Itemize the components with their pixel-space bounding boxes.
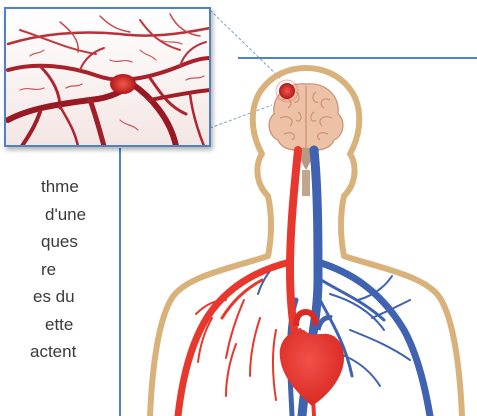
paragraph-line: es du — [0, 283, 90, 311]
veins — [258, 150, 430, 416]
paragraph-excerpt: thme d'une ques re es du ette actent — [0, 173, 90, 366]
paragraph-line: re — [0, 256, 90, 284]
paragraph-line: actent — [0, 338, 90, 366]
paragraph-line: thme — [0, 173, 90, 201]
brain-icon — [269, 80, 343, 196]
paragraph-line: ques — [0, 228, 90, 256]
paragraph-line: d'une — [0, 201, 90, 229]
capillary-closeup-icon — [5, 8, 210, 146]
paragraph-line: ette — [0, 311, 90, 339]
